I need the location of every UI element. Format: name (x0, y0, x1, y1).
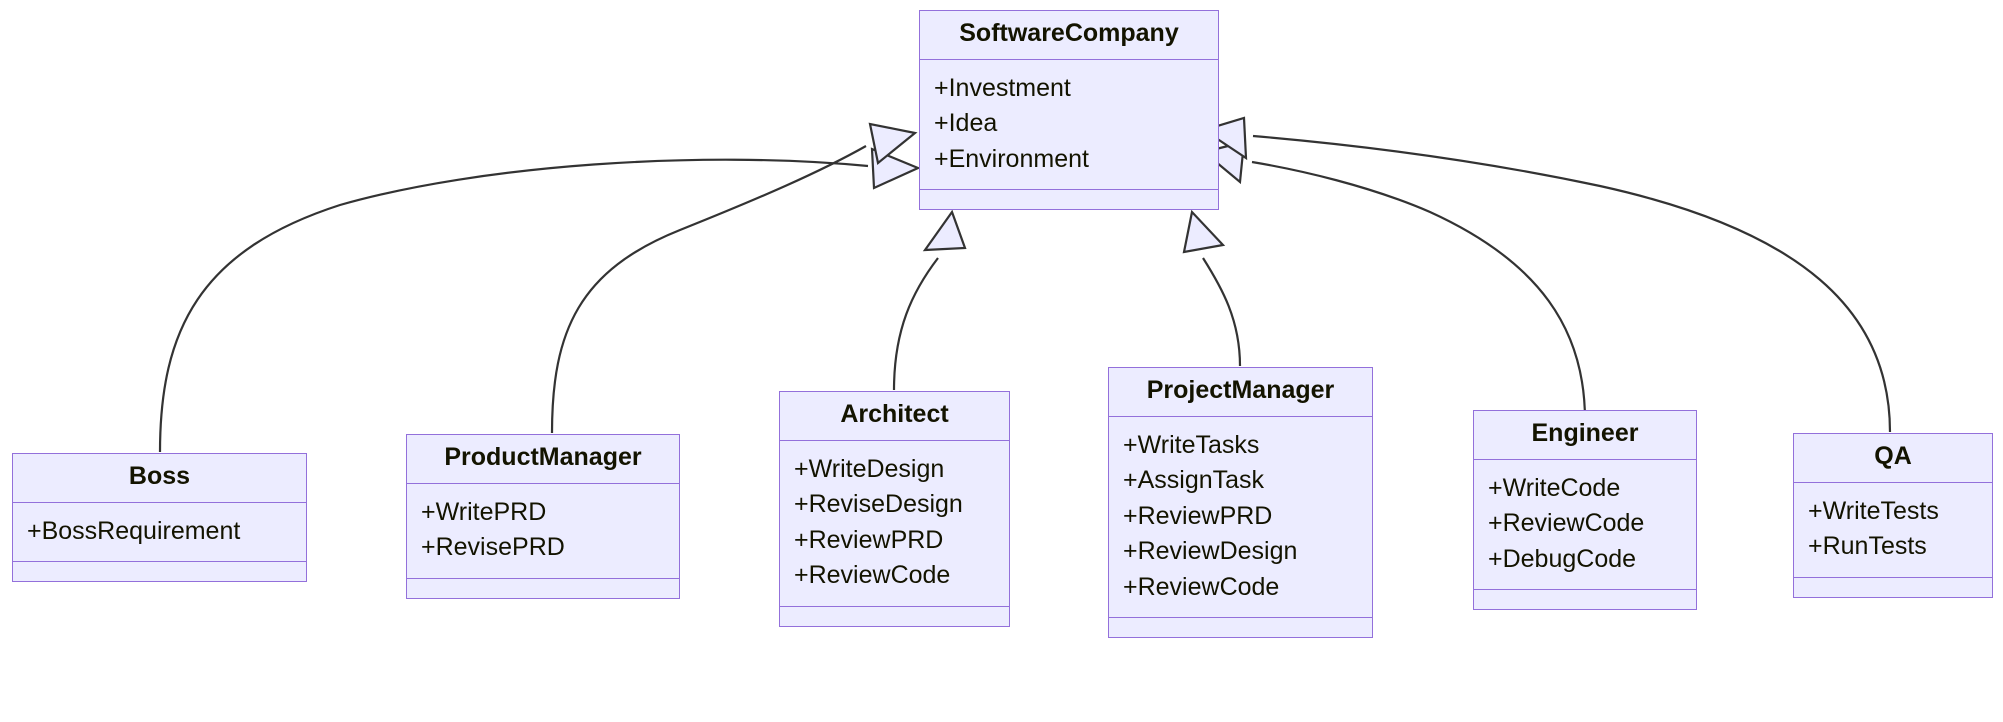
class-methods-section (1794, 578, 1992, 597)
class-member: +ReviewPRD (794, 525, 944, 554)
class-members-section: +WritePRD +RevisePRD (407, 484, 679, 579)
class-title: ProjectManager (1109, 368, 1372, 417)
class-members-section: +WriteTasks +AssignTask +ReviewPRD +Revi… (1109, 417, 1372, 618)
class-node-software-company[interactable]: SoftwareCompany +Investment +Idea +Envir… (919, 10, 1219, 210)
class-methods-section (920, 190, 1218, 209)
class-node-qa[interactable]: QA +WriteTests +RunTests (1793, 433, 1993, 598)
class-member: +WriteDesign (794, 454, 945, 483)
class-member: +BossRequirement (27, 516, 241, 545)
class-member: +Idea (934, 109, 998, 137)
class-member: +RunTests (1808, 532, 1927, 560)
class-member: +ReviewPRD (1123, 501, 1273, 530)
class-member: +WriteTasks (1123, 430, 1260, 459)
class-member: +WritePRD (421, 497, 547, 526)
edge-projectmanager-to-softwarecompany (1182, 209, 1242, 367)
class-member: +ReviseDesign (794, 490, 963, 518)
class-title: SoftwareCompany (920, 11, 1218, 60)
class-member: +AssignTask (1123, 466, 1265, 494)
class-member: +WriteCode (1488, 473, 1621, 502)
class-title: QA (1794, 434, 1992, 483)
class-member: +ReviewCode (1488, 509, 1645, 537)
class-title: Engineer (1474, 411, 1696, 460)
class-title: ProductManager (407, 435, 679, 484)
class-node-boss[interactable]: Boss +BossRequirement (12, 453, 307, 582)
class-member: +DebugCode (1488, 544, 1637, 573)
class-node-product-manager[interactable]: ProductManager +WritePRD +RevisePRD (406, 434, 680, 599)
class-title: Boss (13, 454, 306, 503)
class-members-section: +Investment +Idea +Environment (920, 60, 1218, 190)
class-title: Architect (780, 392, 1009, 441)
class-member: +ReviewDesign (1123, 537, 1298, 565)
class-member: +ReviewCode (1123, 572, 1280, 601)
class-member: +RevisePRD (421, 533, 565, 561)
class-node-project-manager[interactable]: ProjectManager +WriteTasks +AssignTask +… (1108, 367, 1373, 638)
class-methods-section (1474, 590, 1696, 609)
class-methods-section (780, 607, 1009, 626)
class-methods-section (407, 579, 679, 598)
class-members-section: +WriteCode +ReviewCode +DebugCode (1474, 460, 1696, 590)
class-node-architect[interactable]: Architect +WriteDesign +ReviseDesign +Re… (779, 391, 1010, 627)
class-members-section: +BossRequirement (13, 503, 306, 562)
class-methods-section (1109, 618, 1372, 637)
edge-productmanager-to-softwarecompany (550, 122, 918, 434)
class-node-engineer[interactable]: Engineer +WriteCode +ReviewCode +DebugCo… (1473, 410, 1697, 610)
class-member: +WriteTests (1808, 496, 1939, 525)
class-member: +ReviewCode (794, 561, 951, 589)
class-member: +Investment (934, 73, 1071, 102)
edge-architect-to-softwarecompany (892, 209, 967, 391)
class-member: +Environment (934, 144, 1089, 173)
class-methods-section (13, 562, 306, 581)
class-members-section: +WriteDesign +ReviseDesign +ReviewPRD +R… (780, 441, 1009, 607)
class-members-section: +WriteTests +RunTests (1794, 483, 1992, 578)
